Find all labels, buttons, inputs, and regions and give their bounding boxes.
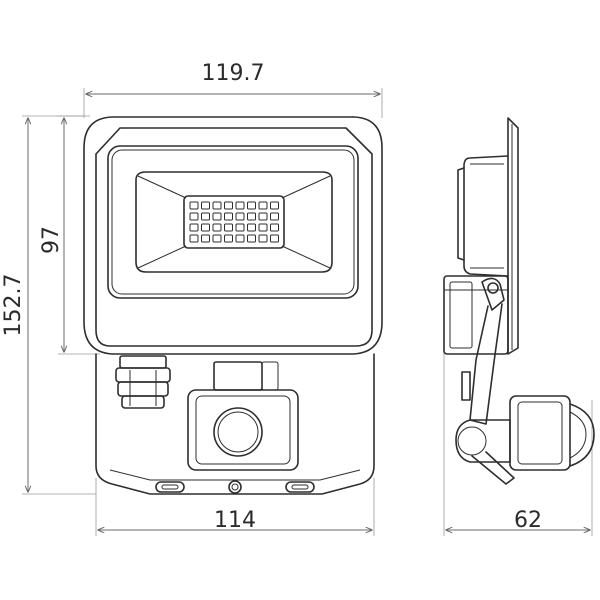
led-chip — [189, 212, 199, 221]
led-chip — [247, 234, 256, 243]
led-chip — [189, 223, 199, 232]
cable-gland — [115, 355, 171, 409]
led-chip — [258, 223, 268, 232]
led-chip — [224, 201, 233, 210]
led-chip — [247, 201, 256, 210]
dim-side-depth: 62 — [514, 508, 542, 533]
led-chip — [258, 234, 268, 243]
dim-total-height: 152.7 — [1, 274, 26, 337]
led-chip — [270, 223, 279, 232]
led-chip — [201, 212, 210, 221]
front-view — [83, 116, 383, 495]
led-chip — [224, 234, 233, 243]
led-chip — [224, 212, 233, 221]
side-view — [443, 117, 595, 485]
led-chip — [270, 212, 279, 221]
dimension-lines — [22, 88, 593, 536]
led-array — [189, 201, 279, 243]
led-chip — [247, 212, 256, 221]
led-chip — [201, 234, 210, 243]
led-chip — [201, 223, 210, 232]
side-motion-sensor — [455, 395, 595, 485]
led-chip — [270, 234, 279, 243]
led-chip — [258, 201, 268, 210]
led-chip — [212, 212, 222, 221]
led-chip — [258, 212, 268, 221]
led-chip — [189, 201, 199, 210]
led-chip — [224, 223, 233, 232]
led-chip — [270, 201, 279, 210]
led-chip — [189, 234, 199, 243]
dim-panel-height: 97 — [39, 226, 64, 254]
led-chip — [235, 223, 245, 232]
dim-top-width: 119.7 — [202, 61, 265, 86]
bottom-screws — [155, 480, 315, 494]
led-chip — [212, 201, 222, 210]
led-chip — [212, 223, 222, 232]
mounting-bracket — [461, 277, 505, 425]
led-chip — [247, 223, 256, 232]
led-chip — [201, 201, 210, 210]
motion-sensor — [187, 389, 299, 471]
led-chip — [235, 212, 245, 221]
dim-bottom-width: 114 — [214, 508, 256, 533]
led-chip — [235, 201, 245, 210]
led-chip — [235, 234, 245, 243]
led-chip — [212, 234, 222, 243]
